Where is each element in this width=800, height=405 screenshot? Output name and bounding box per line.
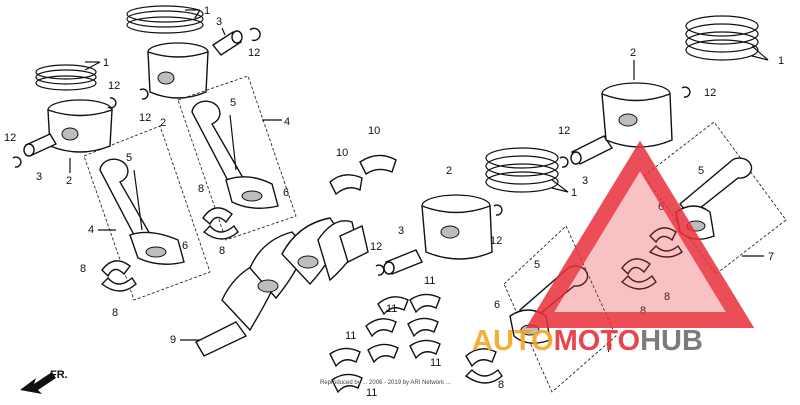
piston-left [47,99,113,153]
label-ring-1c: 1 [571,187,577,199]
label-main-bearing-11e: 11 [366,387,377,399]
label-thrust-10b: 10 [368,125,380,137]
label-rod-bearing-8c: 8 [80,263,86,275]
clip-middle [139,88,149,100]
crankshaft [195,217,369,357]
piston-pin-top [211,30,243,56]
rod-bearing-right-lower [464,348,503,384]
clip-right-mid [559,156,569,168]
label-rod-assy-7: 7 [768,251,774,263]
thrust-washers [329,154,397,196]
label-clip-12g: 12 [558,125,570,137]
clip-left [107,97,117,109]
con-rod-box-right [177,75,297,241]
label-nut-6d: 6 [494,299,500,311]
label-pin-3c: 3 [398,225,404,237]
label-pin-3: 3 [216,16,222,28]
label-main-bearing-11: 11 [424,275,435,287]
label-rod-bearing-8g: 8 [498,379,504,391]
watermark-logo [525,140,755,328]
label-clip-12c: 12 [139,112,151,124]
piston-rings-mid-left [35,64,97,91]
copyright-text: Reproduced by ... 2006 - 2019 by ARI Net… [320,380,451,386]
label-pin-3b: 3 [36,171,42,183]
main-bearings [329,293,441,394]
clip-top-right [249,27,261,42]
label-clip-12f: 12 [490,235,502,247]
label-main-bearing-11c: 11 [345,330,356,342]
label-nut-6: 6 [182,240,188,252]
rod-bearing-left-lower [100,260,137,292]
label-rod-assy-7b: 7 [606,343,612,355]
label-bolt-5d: 5 [534,259,540,271]
label-clip-12h: 12 [704,87,716,99]
clip-centre [375,264,385,276]
label-bolt-5c: 5 [698,165,704,177]
piston-rings-top-right [685,15,759,61]
piston-pin-centre [383,249,423,275]
label-clip-12d: 12 [4,132,16,144]
label-nut-6b: 6 [283,187,289,199]
label-rod-bearing-8f: 8 [664,291,670,303]
label-ring-1b: 1 [103,57,109,69]
label-piston-2d: 2 [630,47,636,59]
clip-centre-right [493,204,503,216]
label-ring-1: 1 [204,5,210,17]
watermark-text: AUTOMOTOHUB [472,325,703,357]
label-main-bearing-11d: 11 [430,357,441,369]
clip-top-far-right [681,86,691,98]
label-thrust-10: 10 [336,147,348,159]
direction-label: FR. [50,369,68,381]
label-ring-1d: 1 [778,55,784,67]
label-pin-3d: 3 [582,175,588,187]
piston-centre [421,194,493,260]
piston-pin-right [570,135,614,165]
label-clip-12e: 12 [370,241,382,253]
label-rod-4: 4 [88,224,94,236]
piston-pin-left [23,133,58,157]
label-piston-2c: 2 [446,165,452,177]
label-clip-12b: 12 [108,80,120,92]
con-rod-box-left [83,125,211,301]
label-clip-12: 12 [248,47,260,59]
rod-bearing-left-upper [202,207,239,240]
piston-rings-centre [485,147,559,193]
label-piston-2b: 2 [66,175,72,187]
label-rod-bearing-8d: 8 [112,307,118,319]
label-crankshaft-9: 9 [170,334,176,346]
label-bolt-5: 5 [126,152,132,164]
piston-upper-left [147,42,209,99]
piston-rings-top-left [126,5,204,34]
label-main-bearing-11b: 11 [386,303,397,315]
label-rod-bearing-8b: 8 [219,245,225,257]
label-rod-bearing-8: 8 [198,183,204,195]
label-rod-4b: 4 [284,116,290,128]
rod-bearing-right-upper [620,227,683,290]
label-rod-bearing-8e: 8 [640,305,646,317]
label-piston-2: 2 [160,117,166,129]
piston-top-right [601,82,673,148]
front-arrow-icon [20,372,56,394]
label-nut-6c: 6 [658,201,664,213]
label-bolt-5b: 5 [230,97,236,109]
clip-far-left [12,156,22,168]
